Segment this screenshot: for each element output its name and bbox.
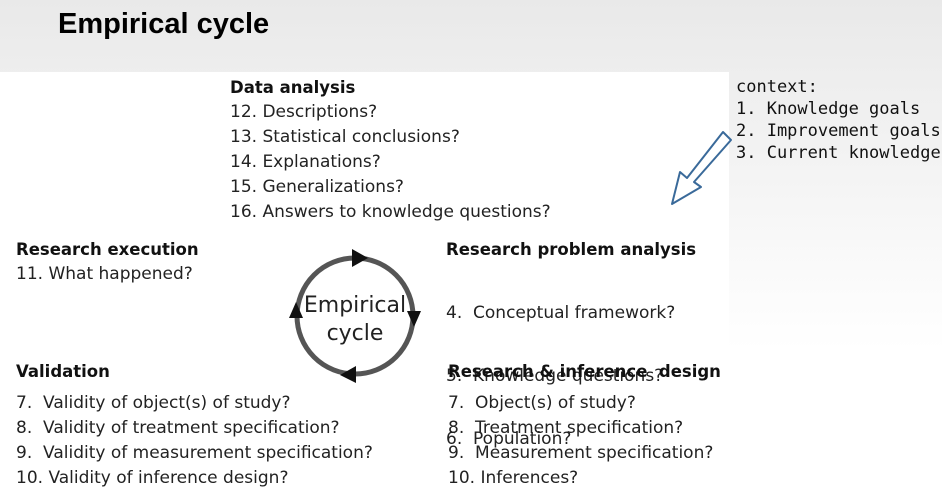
context-heading: context: [736, 77, 818, 97]
list-item: 14. Explanations? [230, 152, 381, 172]
research-execution-section: Research execution 11. What happened? [16, 240, 199, 287]
research-problem-analysis-heading: Research problem analysis [446, 240, 697, 259]
list-item: 11. What happened? [16, 264, 193, 284]
validation-list: 7. Validity of object(s) of study? 8. Va… [16, 391, 373, 491]
research-problem-analysis-list: 4. Conceptual framework? 5. Knowledge qu… [446, 263, 696, 490]
research-execution-list: 11. What happened? [16, 262, 199, 287]
list-item: 10. Validity of inference design? [16, 468, 289, 488]
list-item: 10. Inferences? [448, 468, 579, 488]
cycle-arrow-bottom-icon [340, 366, 356, 383]
research-execution-heading: Research execution [16, 240, 199, 259]
list-item: 2. Improvement goals [736, 121, 941, 141]
data-analysis-section: Data analysis 12. Descriptions? 13. Stat… [230, 78, 551, 225]
cycle-arrow-top-icon [352, 249, 368, 267]
list-item: 8. Validity of treatment specification? [16, 418, 340, 438]
list-item: 4. Conceptual framework? [446, 303, 676, 323]
cycle-arrow-left-icon [289, 302, 303, 318]
list-item: 9. Validity of measurement specification… [16, 443, 373, 463]
validation-section: Validation 7. Validity of object(s) of s… [16, 362, 373, 491]
list-item: 12. Descriptions? [230, 102, 378, 122]
list-item: 8. Treatment specification? [448, 418, 684, 438]
list-item: 3. Current knowledge [736, 143, 941, 163]
context-section: context: 1. Knowledge goals 2. Improveme… [736, 76, 941, 164]
list-item: 9. Measurement specification? [448, 443, 714, 463]
research-inference-design-section: Research & inference design 7. Object(s)… [448, 362, 721, 491]
research-inference-design-list: 7. Object(s) of study? 8. Treatment spec… [448, 391, 721, 491]
list-item: 15. Generalizations? [230, 177, 404, 197]
list-item: 6. Population? [446, 429, 572, 449]
list-item: 13. Statistical conclusions? [230, 127, 460, 147]
slide-title: Empirical cycle [58, 8, 270, 40]
cycle-label-line2: cycle [326, 321, 384, 346]
list-item: 7. Object(s) of study? [448, 393, 636, 413]
validation-heading: Validation [16, 362, 110, 381]
context-arrow-icon [671, 131, 732, 205]
data-analysis-list: 12. Descriptions? 13. Statistical conclu… [230, 100, 551, 225]
research-inference-design-heading: Research & inference design [448, 362, 721, 381]
research-problem-analysis-section: Research problem analysis 4. Conceptual … [446, 240, 696, 490]
cycle-label-line1: Empirical [303, 293, 407, 318]
list-item: 5. Knowledge questions? [446, 366, 664, 386]
list-item: 1. Knowledge goals [736, 99, 921, 119]
list-item: 7. Validity of object(s) of study? [16, 393, 291, 413]
cycle-arrow-right-icon [407, 311, 421, 327]
diagram-panel [0, 72, 729, 500]
data-analysis-heading: Data analysis [230, 78, 356, 97]
cycle-label: Empirical cycle [296, 292, 414, 348]
list-item: 16. Answers to knowledge questions? [230, 202, 551, 222]
